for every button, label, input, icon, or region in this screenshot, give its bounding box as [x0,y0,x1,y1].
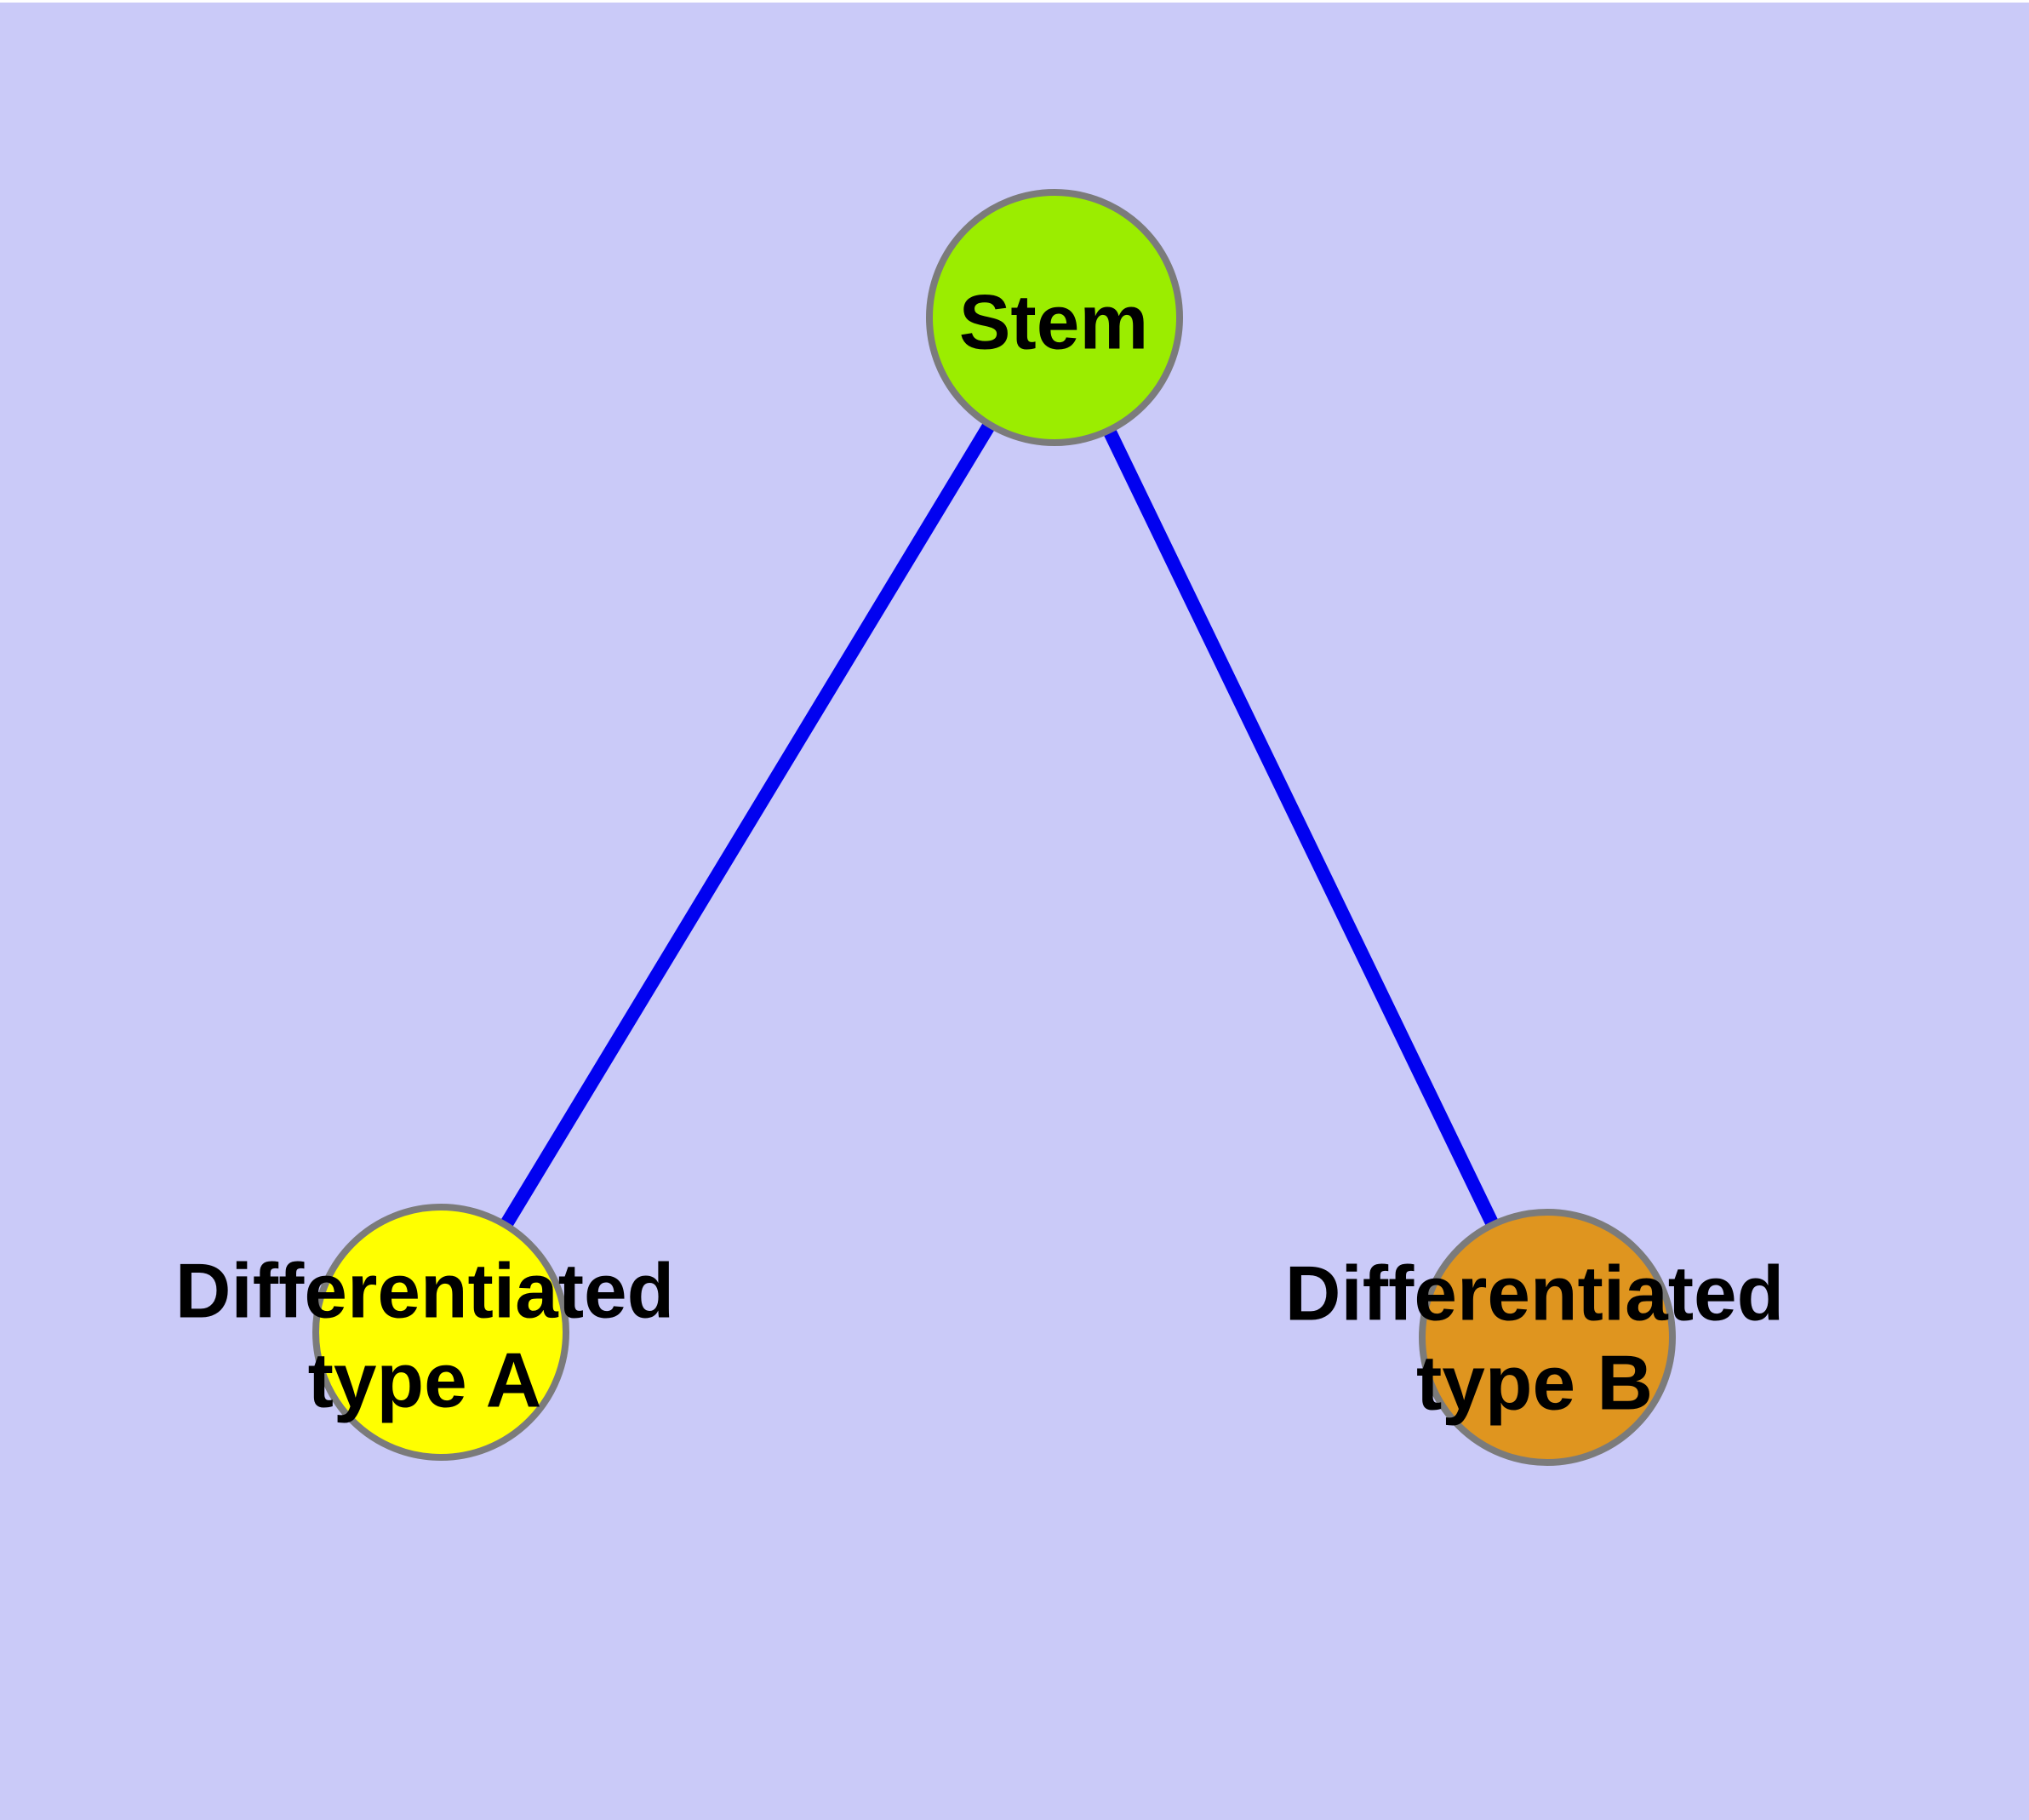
node-stem [926,189,1183,446]
node-label-type-b-line1: Differentiated [1285,1251,1785,1337]
node-label-type-b-line2: type B [1416,1341,1653,1427]
node-label-stem: Stem [959,280,1149,366]
edge-stem-to-typeA [435,313,1060,1336]
node-differentiated-type-a [312,1204,569,1461]
label-layer: Stem Differentiated type A Differentiate… [175,280,1785,1427]
node-label-type-a-line1: Differentiated [175,1249,675,1335]
node-layer [312,189,1676,1466]
node-label-type-a-line2: type A [308,1338,542,1424]
edge-layer [435,313,1554,1341]
edge-stem-to-typeB [1048,314,1554,1341]
node-differentiated-type-b [1419,1209,1676,1466]
